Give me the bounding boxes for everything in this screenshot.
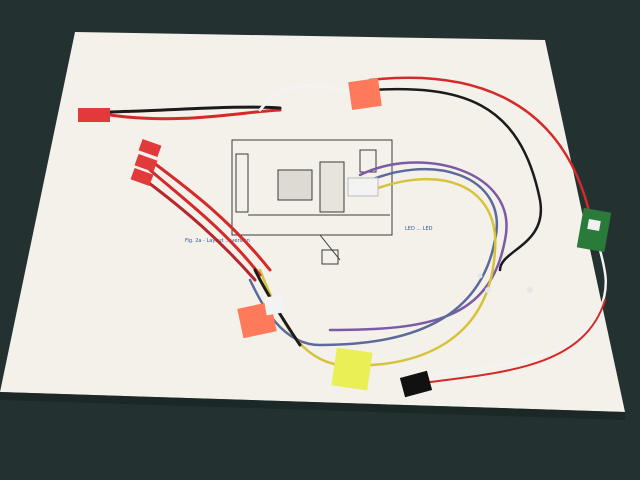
red-wire-cluster-1 (148, 158, 272, 272)
black-connector (399, 370, 433, 398)
red-connector-left-2 (134, 153, 158, 173)
led-3 (477, 273, 483, 279)
schematic-outline (231, 139, 393, 236)
red-connector-left-1 (138, 138, 162, 158)
red-wire-long (368, 76, 592, 217)
red-wire-cluster-3 (143, 178, 257, 282)
schematic-block (319, 161, 345, 213)
schematic-lower-part (321, 249, 339, 265)
board-chip (587, 219, 601, 231)
white-connector (347, 177, 379, 197)
blue-wire-loop (248, 167, 498, 347)
red-connector-left-3 (130, 167, 154, 187)
paper-sheet (0, 32, 625, 412)
led-2 (527, 287, 533, 293)
black-wire-long (368, 87, 543, 272)
red-wire-top (108, 108, 282, 121)
schematic-drawing (231, 139, 393, 265)
schematic-line-lower (319, 234, 341, 261)
orange-tag-top (348, 78, 382, 110)
red-wire-bottom (429, 299, 606, 383)
led-1 (485, 287, 491, 293)
wire-harness (108, 76, 607, 383)
paper-shadow (0, 392, 625, 420)
schematic-chip (277, 169, 313, 201)
red-connector-top (78, 108, 110, 122)
black-wire-top (108, 105, 282, 114)
white-sleeve (263, 294, 285, 316)
side-note: LED ... LED (405, 226, 433, 232)
purple-wire-loop (328, 161, 508, 332)
schematic-block-left (235, 153, 249, 213)
white-wire-bottom (428, 248, 607, 377)
yellow-tag (331, 347, 373, 391)
red-wire-cluster-2 (148, 168, 262, 277)
